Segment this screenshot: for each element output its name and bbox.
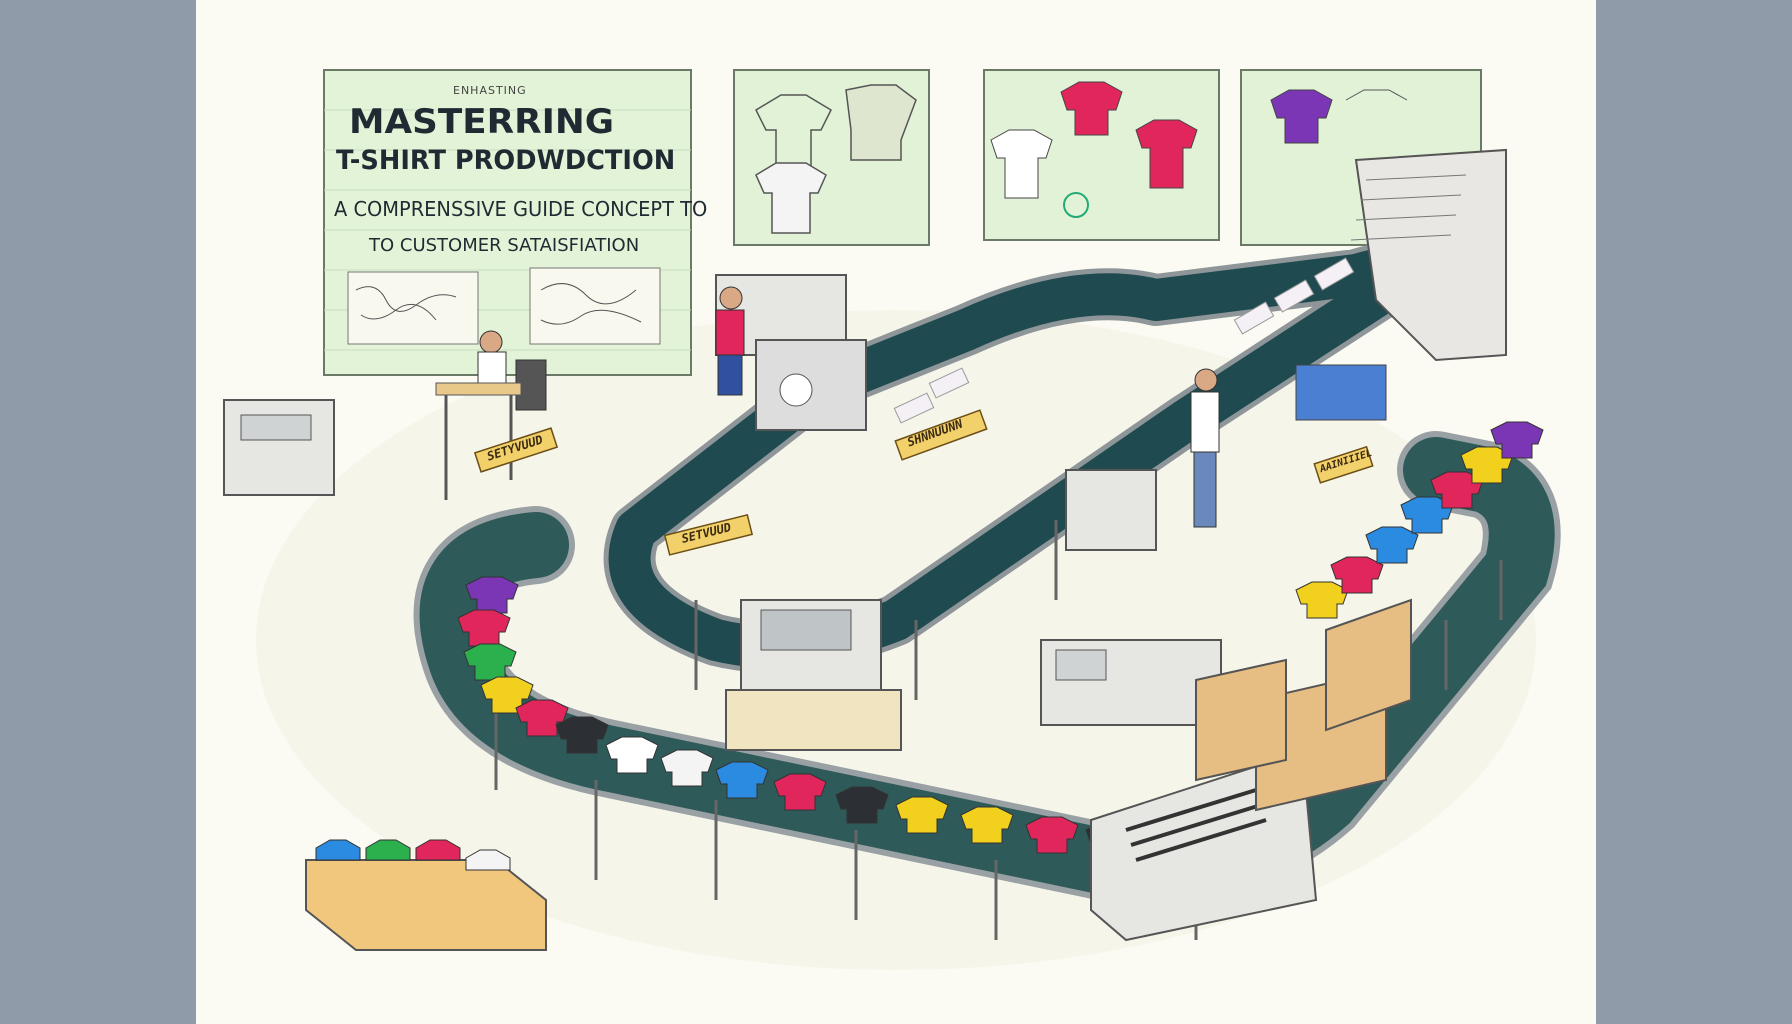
printer-machine-icon [1040, 639, 1222, 726]
t-shirt-icon [960, 806, 1014, 844]
t-shirt-icon [1430, 471, 1484, 509]
poster-tagline-line1: A COMPRENSSIVE GUIDE CONCEPT TO [334, 197, 708, 221]
illustration-canvas: ENHASTING MASTERRING T-SHIRT PRODWDCTION… [196, 0, 1596, 1024]
poster-sketch-1 [733, 69, 930, 246]
poster-title: MASTERRING [349, 102, 615, 142]
poster-sketch-2 [983, 69, 1220, 241]
t-shirt-icon [555, 716, 609, 754]
cardboard-box-icon [1295, 364, 1387, 421]
right-letterbox [1596, 0, 1792, 1024]
worker-icon [715, 286, 745, 396]
t-shirt-icon [465, 576, 519, 614]
worker-icon [1190, 368, 1220, 528]
desk [435, 382, 522, 500]
t-shirt-icon [457, 609, 511, 647]
t-shirt-icon [1025, 816, 1079, 854]
t-shirt-icon [835, 786, 889, 824]
shirts-on-belt [457, 421, 1544, 859]
printer-machine-icon [725, 599, 902, 751]
t-shirt-icon [660, 749, 714, 787]
conveyor-legs [494, 520, 1503, 940]
t-shirt-icon [1490, 421, 1544, 459]
sewing-machine-icon [1065, 469, 1157, 551]
sign-plates [473, 409, 1374, 556]
printer-machine-icon [223, 399, 335, 496]
t-shirt-icon [1330, 556, 1384, 594]
feeder-machine-icon [1350, 148, 1507, 362]
t-shirt-icon [773, 773, 827, 811]
t-shirt-icon [755, 162, 827, 234]
t-shirt-icon [515, 699, 569, 737]
poster-kicker: ENHASTING [453, 84, 527, 97]
cardboard-box-icon [1195, 658, 1287, 782]
left-letterbox [0, 0, 196, 1024]
t-shirt-icon [1460, 446, 1514, 484]
conveyor-belt-inner [603, 239, 1436, 673]
factory-illustration [196, 0, 1596, 1024]
t-shirt-icon [895, 796, 949, 834]
poster-board [323, 69, 692, 376]
shelf [305, 839, 547, 951]
t-shirt-icon [605, 736, 659, 774]
cardboard-box-icon [1325, 598, 1412, 732]
t-shirt-icon [1365, 526, 1419, 564]
t-shirt-icon [463, 643, 517, 681]
t-shirt-icon [1400, 496, 1454, 534]
t-shirt-icon [480, 676, 534, 714]
poster-tagline-line2: TO CUSTOMER SATAISFIATION [369, 235, 640, 256]
t-shirt-icon [715, 761, 769, 799]
t-shirt-icon [1295, 581, 1349, 619]
poster-subtitle: T-SHIRT PRODWDCTION [336, 145, 676, 176]
